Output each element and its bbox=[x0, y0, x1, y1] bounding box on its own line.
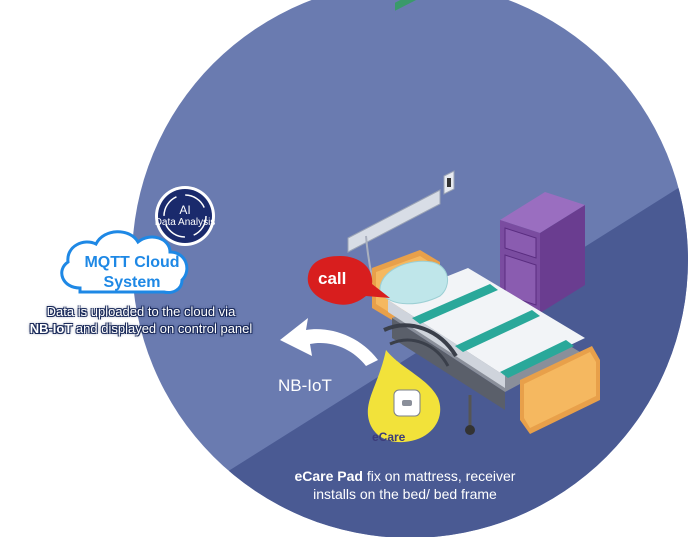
upload-nbiot-bold: NB-IoT bbox=[29, 321, 73, 336]
ai-cycle-icon bbox=[155, 186, 215, 246]
upload-description-line1: Data is uploaded to the cloud via bbox=[46, 304, 236, 319]
ecare-label: eCare bbox=[372, 430, 406, 444]
nbiot-arrow bbox=[280, 318, 378, 366]
hospital-bed bbox=[372, 250, 600, 435]
bedside-cabinet bbox=[500, 192, 585, 313]
caption-line1: eCare Pad fix on mattress, receiver bbox=[270, 468, 540, 484]
mqtt-subtitle: System bbox=[103, 274, 161, 291]
caption-line2: installs on the bed/ bed frame bbox=[313, 486, 497, 502]
ai-label: AI bbox=[179, 203, 191, 217]
caption-line1-rest: fix on mattress, receiver bbox=[362, 468, 516, 484]
mqtt-title: MQTT Cloud bbox=[84, 254, 180, 271]
ai-sub-label: Data Analysis bbox=[154, 217, 216, 228]
upload-line2-rest: and displayed on control panel bbox=[72, 321, 253, 336]
ecare-bubble bbox=[367, 350, 441, 443]
wall-panel bbox=[347, 0, 455, 301]
upload-description-line2: NB-IoT and displayed on control panel bbox=[16, 321, 266, 336]
nbiot-label: NB-IoT bbox=[278, 376, 332, 395]
cloud-icon bbox=[60, 230, 189, 294]
caption-bold: eCare Pad bbox=[294, 468, 363, 484]
call-label: call bbox=[318, 269, 347, 288]
call-bubble bbox=[307, 256, 390, 305]
